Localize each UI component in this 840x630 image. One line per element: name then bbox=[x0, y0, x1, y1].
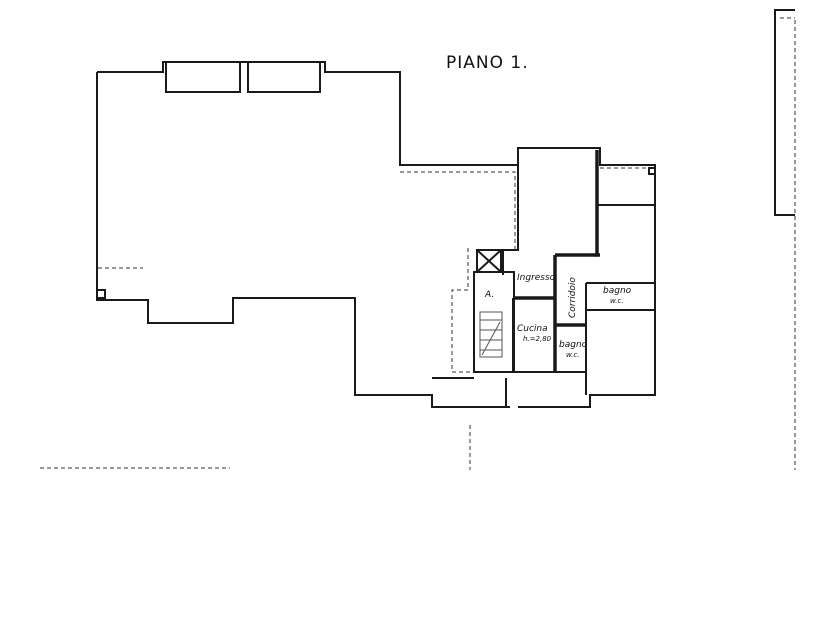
room-label-bagno-1: bagno bbox=[603, 286, 632, 296]
room-label-corridoio: Corridoio bbox=[568, 277, 578, 318]
room-label-cucina-height: h.=2,80 bbox=[523, 335, 552, 343]
room-label-ingresso: Ingresso bbox=[517, 273, 556, 283]
room-label-cucina: Cucina bbox=[517, 324, 548, 334]
interior-walls bbox=[432, 148, 655, 407]
dashed-boundaries bbox=[40, 167, 648, 470]
stair-label: A. bbox=[484, 290, 494, 300]
right-partial-plan bbox=[774, 9, 796, 470]
room-label-wc-1: w.c. bbox=[610, 297, 624, 305]
room-label-bagno-2: bagno bbox=[559, 340, 588, 350]
outer-walls bbox=[96, 61, 656, 408]
plan-title: PIANO 1. bbox=[446, 53, 529, 73]
room-label-wc-2: w.c. bbox=[566, 351, 580, 359]
